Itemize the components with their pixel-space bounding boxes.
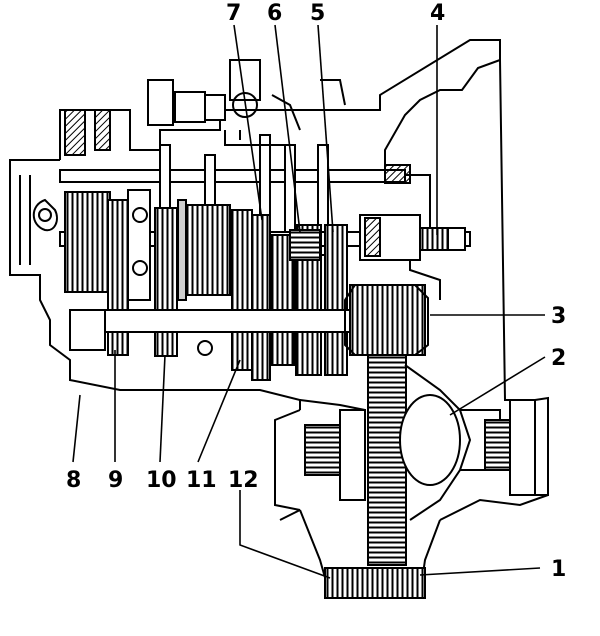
callout-7: 7: [226, 1, 241, 26]
leader-6: [274, 24, 301, 233]
leader-lines: [72, 24, 546, 579]
leader-7: [233, 24, 263, 221]
leader-12: [239, 490, 331, 579]
callout-10: 10: [146, 468, 177, 493]
callout-12: 12: [228, 468, 259, 493]
callout-3: 3: [551, 304, 566, 329]
callout-labels: 1 2 3 4 5 6 7 8 9 10 11 12: [66, 1, 566, 582]
leader-11: [197, 359, 241, 463]
callout-4: 4: [430, 1, 445, 26]
leader-10: [159, 354, 166, 463]
leader-1: [419, 567, 541, 576]
callout-9: 9: [108, 468, 123, 493]
callout-2: 2: [551, 346, 566, 371]
callout-11: 11: [186, 468, 217, 493]
leader-2: [449, 356, 546, 416]
callout-5: 5: [310, 1, 325, 26]
callout-1: 1: [551, 557, 566, 582]
leader-8: [72, 394, 81, 463]
differential: [274, 284, 549, 599]
callout-8: 8: [66, 468, 81, 493]
leader-5: [317, 24, 334, 233]
callout-6: 6: [267, 1, 282, 26]
gear-set: [64, 189, 356, 381]
